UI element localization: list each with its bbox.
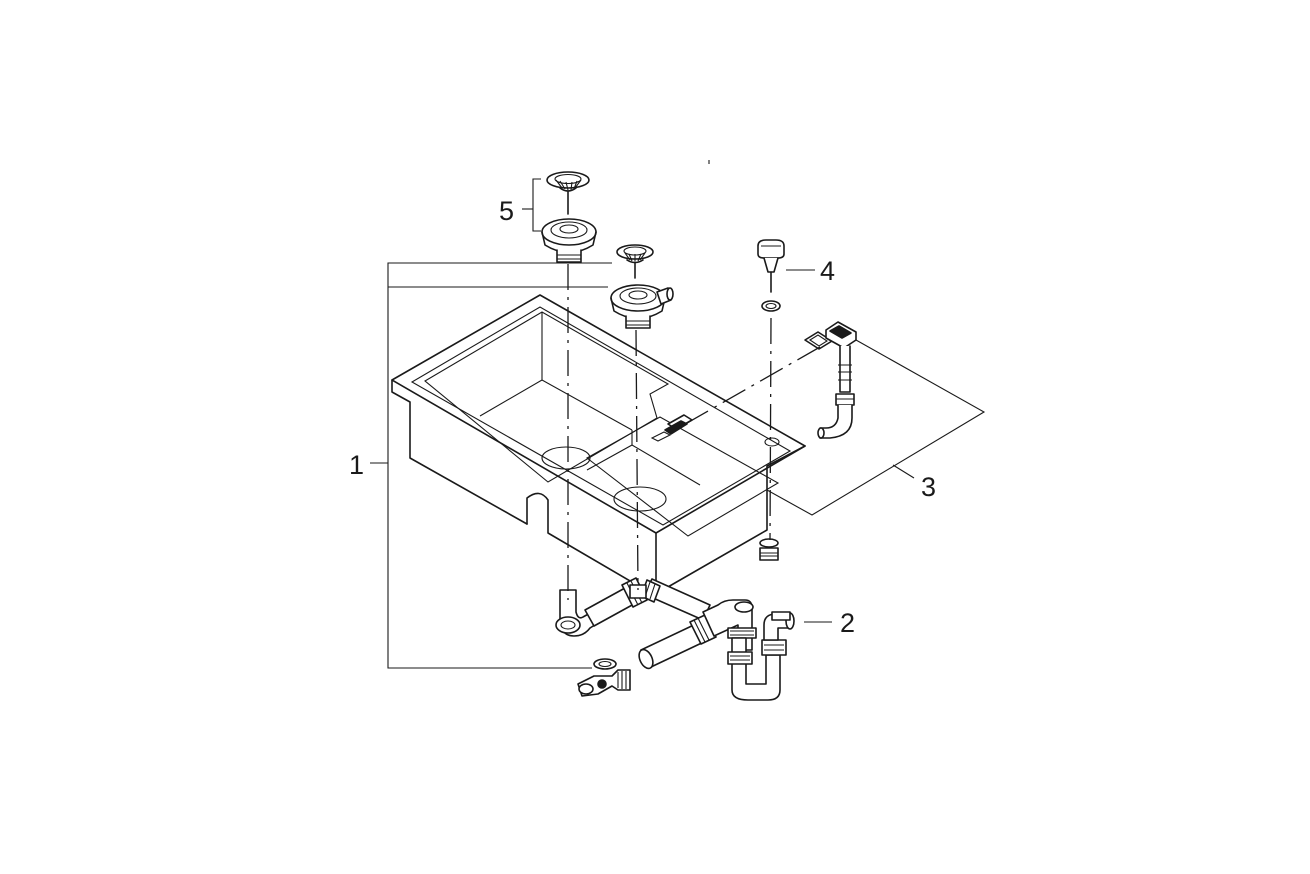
strainer-basket-icon [616, 244, 654, 279]
bracket-1-line [387, 262, 612, 669]
strainer-basket-icon [546, 171, 590, 215]
callout-1: 1 [349, 450, 364, 480]
callout-4: 4 [820, 256, 835, 286]
siphon-trap-icon [555, 577, 795, 701]
sink-icon [391, 294, 806, 596]
bracket-3-line [766, 339, 986, 516]
callout-5: 5 [499, 196, 514, 226]
valve-button-icon [757, 239, 785, 561]
strainer-waste-icon [610, 284, 674, 329]
strainer-waste-icon [541, 218, 597, 263]
appliance-valve-icon [577, 658, 631, 697]
callout-3: 3 [921, 472, 936, 502]
callout-2: 2 [840, 608, 855, 638]
overflow-icon [804, 321, 857, 439]
